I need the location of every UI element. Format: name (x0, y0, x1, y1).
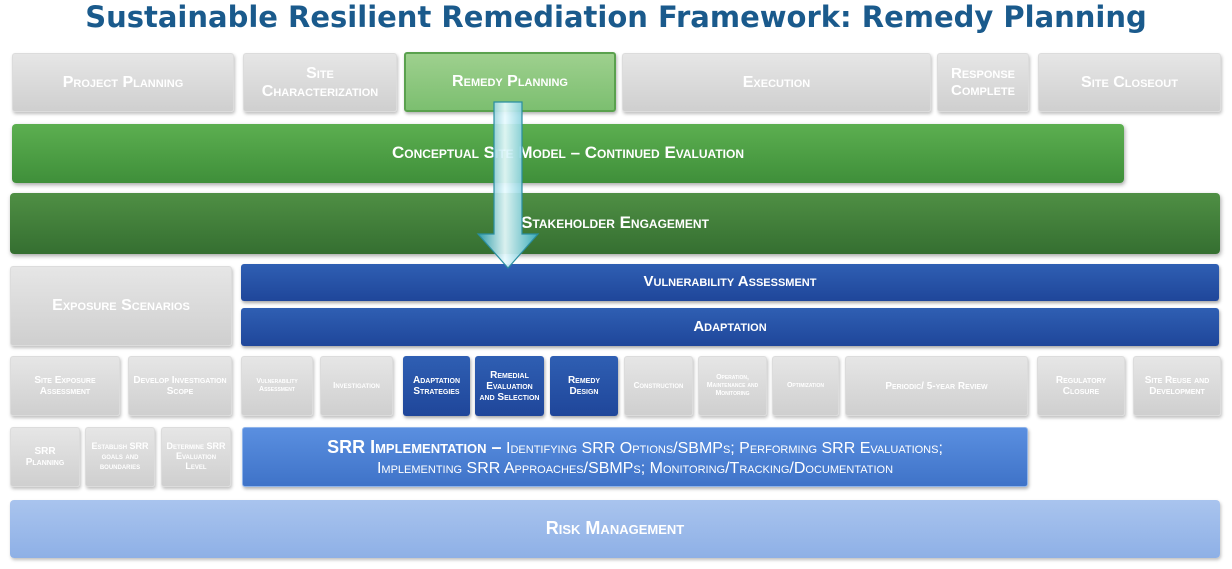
task-investigation[interactable]: Investigation (320, 356, 393, 416)
task-label: Construction (633, 380, 684, 390)
task-site-reuse[interactable]: Site Reuse and Development (1133, 356, 1221, 416)
srr-label: Determine SRR Evaluation Level (166, 441, 226, 471)
vulnerability-band: Vulnerability Assessment (241, 264, 1219, 301)
task-regulatory-closure[interactable]: Regulatory Closure (1037, 356, 1125, 416)
adaptation-label: Adaptation (693, 317, 767, 335)
impl-line2: Implementing SRR Approaches/SBMPs; Monit… (376, 459, 894, 477)
task-label: Vulnerability Assessment (256, 378, 298, 393)
task-label: Regulatory Closure (1055, 375, 1107, 397)
vulnerability-label: Vulnerability Assessment (643, 273, 817, 291)
task-remedial-evaluation[interactable]: Remedial Evaluation and Selection (475, 356, 544, 416)
adaptation-band: Adaptation (241, 308, 1219, 346)
phase-site-characterization[interactable]: Site Characterization (243, 53, 397, 112)
task-label: Remedy Design (567, 375, 601, 397)
task-label: Site Reuse and Development (1144, 375, 1210, 397)
exposure-label: Exposure Scenarios (52, 297, 190, 315)
page-title: Sustainable Resilient Remediation Framew… (85, 0, 1147, 34)
exposure-scenarios-box[interactable]: Exposure Scenarios (10, 266, 232, 346)
task-label: Remedial Evaluation and Selection (479, 369, 540, 403)
srr-planning-box[interactable]: SRR Planning (10, 427, 80, 487)
stakeholder-band: Stakeholder Engagement (10, 193, 1220, 254)
task-construction[interactable]: Construction (624, 356, 693, 416)
srr-evaluation-level-box[interactable]: Determine SRR Evaluation Level (161, 427, 231, 487)
phase-execution[interactable]: Execution (622, 53, 931, 112)
phase-project-planning[interactable]: Project Planning (12, 53, 234, 112)
srr-goals-box[interactable]: Establish SRR goals and boundaries (85, 427, 155, 487)
task-label: Optimization (786, 382, 824, 390)
impl-heading: SRR Implementation – (327, 436, 502, 457)
task-label: Investigation (333, 380, 380, 390)
task-optimization[interactable]: Optimization (772, 356, 839, 416)
task-vulnerability-assessment[interactable]: Vulnerability Assessment (241, 356, 313, 416)
srr-label: SRR Planning (25, 446, 65, 468)
phase-label: Execution (742, 73, 811, 91)
phase-response-complete[interactable]: Response Complete (937, 53, 1029, 112)
phase-label: Site Characterization (261, 64, 379, 100)
phase-label: Response Complete (950, 65, 1016, 99)
risk-label: Risk Management (545, 518, 685, 539)
task-label: Periodic/ 5-year Review (885, 380, 988, 392)
phase-label: Remedy Planning (452, 73, 568, 91)
srr-implementation-box: SRR Implementation – Identifying SRR Opt… (242, 427, 1028, 487)
task-label: Operation, Maintenance and Monitoring (706, 374, 759, 397)
phase-label: Site Closeout (1081, 73, 1178, 91)
stakeholder-label: Stakeholder Engagement (521, 213, 709, 233)
task-site-exposure-assessment[interactable]: Site Exposure Assessment (10, 356, 120, 416)
task-operation-maintenance[interactable]: Operation, Maintenance and Monitoring (698, 356, 767, 416)
impl-line1: Identifying SRR Options/SBMPs; Performin… (506, 439, 943, 457)
task-adaptation-strategies[interactable]: Adaptation Strategies (403, 356, 470, 416)
task-label: Develop Investigation Scope (133, 375, 227, 397)
srr-label: Establish SRR goals and boundaries (91, 441, 149, 471)
task-remedy-design[interactable]: Remedy Design (550, 356, 618, 416)
phase-site-closeout[interactable]: Site Closeout (1038, 53, 1221, 112)
csm-band: Conceptual Site Model – Continued Evalua… (12, 124, 1124, 183)
task-label: Site Exposure Assessment (34, 375, 96, 397)
phase-label: Project Planning (62, 73, 184, 91)
csm-label: Conceptual Site Model – Continued Evalua… (391, 143, 744, 163)
task-develop-investigation-scope[interactable]: Develop Investigation Scope (128, 356, 232, 416)
risk-management-band: Risk Management (10, 500, 1220, 558)
task-periodic-review[interactable]: Periodic/ 5-year Review (845, 356, 1028, 416)
task-label: Adaptation Strategies (412, 375, 460, 397)
down-arrow-icon (476, 101, 540, 269)
